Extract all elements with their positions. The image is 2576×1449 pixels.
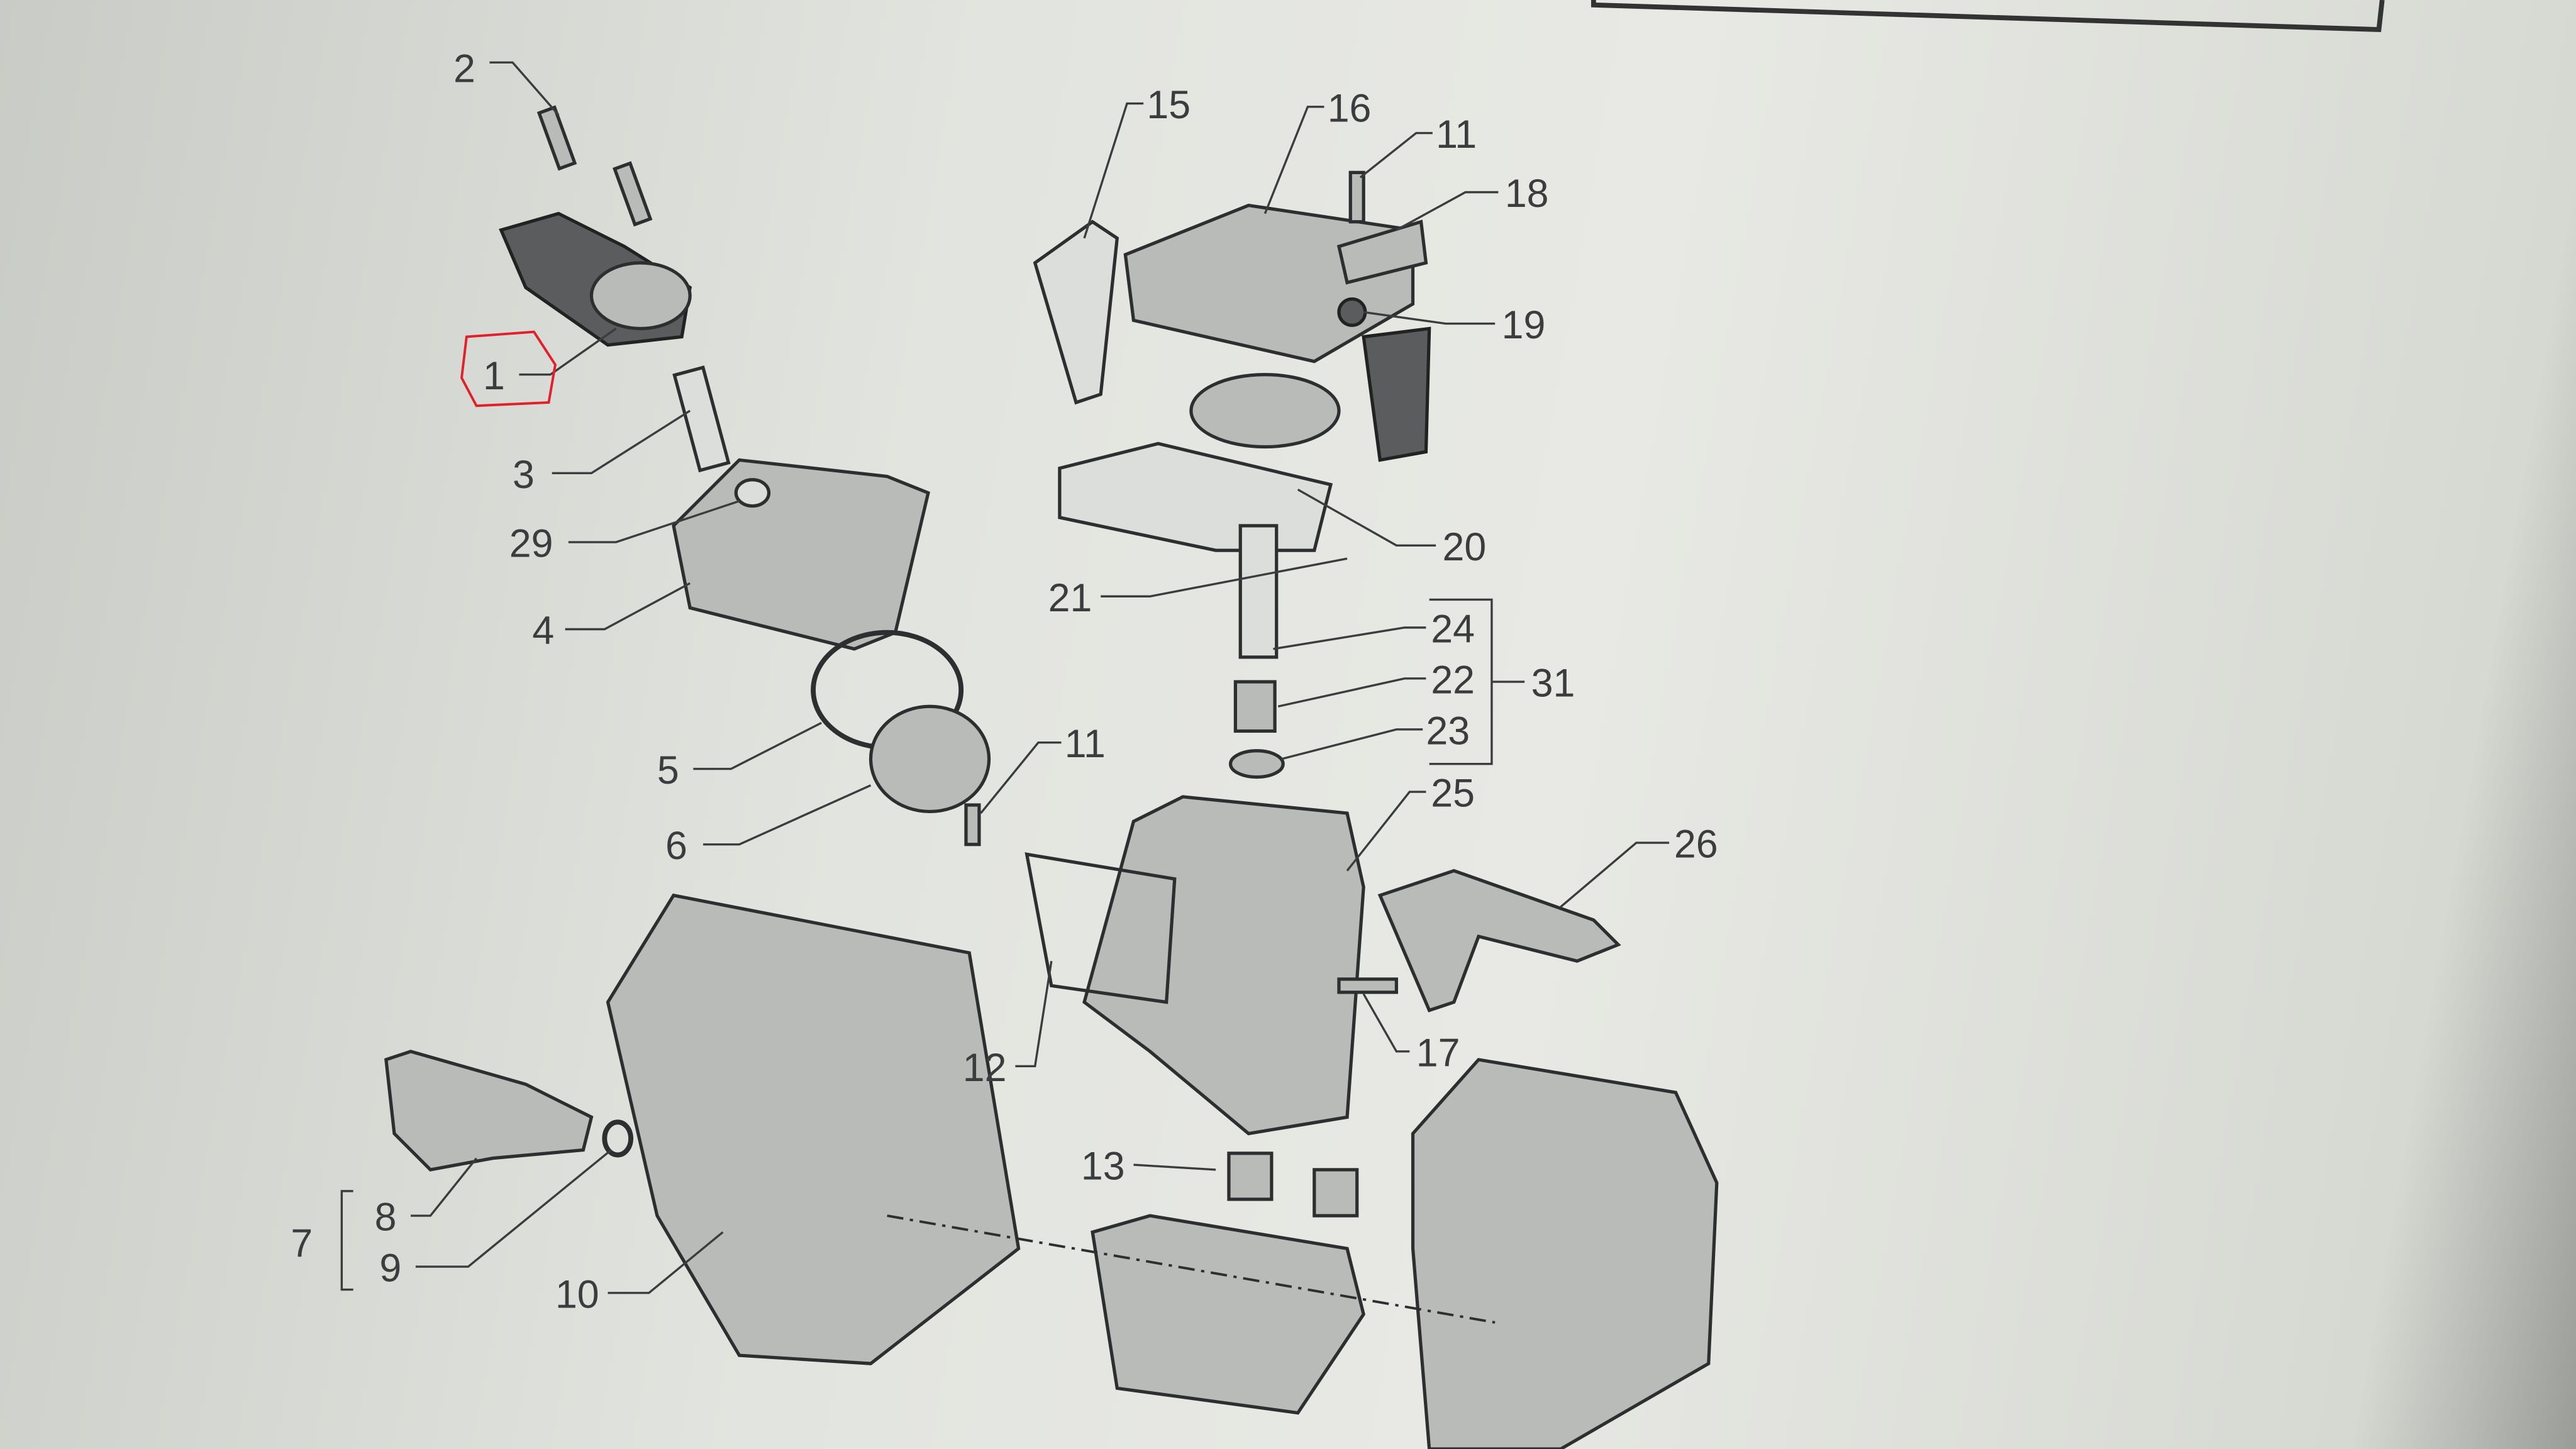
part-19-spring <box>1337 297 1367 327</box>
callout-25: 25 <box>1431 772 1475 816</box>
callout-20: 20 <box>1443 525 1487 569</box>
part-2-screws <box>536 105 653 227</box>
part-18-lever <box>1336 219 1428 285</box>
callout-24: 24 <box>1431 607 1475 651</box>
callout-8: 8 <box>375 1196 397 1240</box>
callout-23: 23 <box>1426 709 1470 753</box>
part-6-filter <box>869 704 991 814</box>
leader-lines <box>340 61 1670 1294</box>
callout-15: 15 <box>1146 83 1191 127</box>
part-29-oring <box>734 478 771 508</box>
callout-3: 3 <box>513 453 535 497</box>
part-9-oring <box>602 1119 634 1158</box>
part-3-tube <box>672 365 731 473</box>
part-11-screw-lower <box>964 803 981 847</box>
part-13-block-a <box>1227 1152 1274 1201</box>
part-lower-carrier <box>1091 1214 1365 1415</box>
part-1-valve <box>499 211 692 347</box>
callout-6: 6 <box>665 824 687 868</box>
callout-12: 12 <box>963 1046 1007 1090</box>
part-25-brew-unit <box>1082 795 1365 1136</box>
part-11-screw-upper <box>1348 170 1365 224</box>
callout-9: 9 <box>379 1246 401 1291</box>
part-17-pin <box>1337 977 1399 994</box>
part-12-clip <box>1024 852 1177 1004</box>
part-8-nozzle <box>384 1050 594 1172</box>
highlight-circle-part-1 <box>460 330 557 408</box>
callout-11-upper: 11 <box>1436 113 1477 157</box>
callout-13: 13 <box>1081 1145 1125 1189</box>
callout-1: 1 <box>483 354 505 398</box>
callout-22: 22 <box>1431 658 1475 702</box>
callout-10: 10 <box>555 1272 599 1316</box>
part-shower-plate <box>1189 372 1341 449</box>
callout-18: 18 <box>1505 172 1549 216</box>
title-box <box>1591 0 2385 33</box>
part-housing-right <box>1362 326 1431 462</box>
callout-26: 26 <box>1674 823 1718 867</box>
part-21-piston <box>1238 524 1279 659</box>
callout-11-lower: 11 <box>1065 722 1106 766</box>
part-4-block <box>672 458 930 651</box>
callout-2: 2 <box>453 47 475 91</box>
part-10-frame-left <box>606 893 1021 1365</box>
callout-21: 21 <box>1048 576 1092 620</box>
callout-17: 17 <box>1416 1031 1460 1075</box>
part-26-arm <box>1377 869 1621 1013</box>
part-frame-right <box>1411 1058 1719 1449</box>
callout-29: 29 <box>509 522 553 566</box>
callout-19: 19 <box>1502 303 1546 347</box>
axis-line <box>887 1214 1496 1324</box>
callout-31: 31 <box>1531 662 1575 706</box>
part-13-block-b <box>1313 1168 1359 1218</box>
callout-16: 16 <box>1328 86 1372 130</box>
part-22-spring <box>1233 680 1277 733</box>
part-23-washer <box>1228 749 1285 779</box>
callout-5: 5 <box>657 748 679 792</box>
callout-7: 7 <box>291 1221 313 1265</box>
part-20-plate <box>1058 441 1333 552</box>
part-15-slider <box>1033 219 1119 405</box>
callout-4: 4 <box>532 609 554 653</box>
